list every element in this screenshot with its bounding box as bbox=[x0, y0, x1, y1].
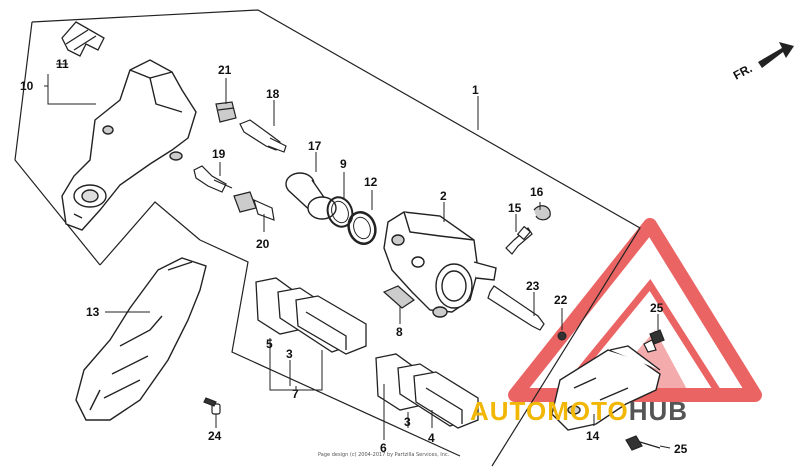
watermark-part-auto: AUTO bbox=[470, 396, 547, 426]
forward-direction-arrow: FR. bbox=[731, 42, 794, 83]
callout-19: 19 bbox=[212, 147, 226, 161]
callout-17: 17 bbox=[308, 139, 322, 153]
callout-5: 5 bbox=[266, 337, 273, 351]
callout-25-lower: 25 bbox=[674, 442, 688, 456]
watermark-part-hub: HUB bbox=[629, 396, 688, 426]
disc-guard bbox=[75, 257, 207, 421]
pin-sleeve bbox=[233, 191, 275, 221]
callout-4: 4 bbox=[428, 431, 435, 445]
callout-25-upper: 25 bbox=[650, 301, 664, 315]
watermark-part-moto: MOTO bbox=[547, 396, 629, 426]
callout-9: 9 bbox=[340, 157, 347, 171]
callout-24: 24 bbox=[208, 429, 222, 443]
callout-labels: 1 2 3 3 4 5 6 7 8 9 10 11 12 13 14 15 16… bbox=[20, 57, 688, 456]
bracket-bolt-upper bbox=[643, 329, 665, 353]
callout-3-lower: 3 bbox=[404, 415, 411, 429]
callout-20: 20 bbox=[256, 237, 270, 251]
callout-13: 13 bbox=[86, 305, 100, 319]
callout-10: 10 bbox=[20, 79, 34, 93]
pin-bolt-lower bbox=[193, 165, 233, 193]
callout-12: 12 bbox=[364, 175, 378, 189]
bracket-bolt-lower bbox=[625, 435, 661, 451]
svg-text:AUTOMOTOHUB: AUTOMOTOHUB bbox=[470, 396, 688, 426]
callout-15: 15 bbox=[508, 201, 522, 215]
direction-label: FR. bbox=[731, 61, 755, 82]
callout-3-upper: 3 bbox=[286, 347, 293, 361]
guard-bolt bbox=[203, 397, 221, 415]
leader-lines bbox=[44, 63, 671, 449]
watermark-wordmark: AUTOMOTOHUB bbox=[470, 396, 688, 426]
bleeder-valve bbox=[505, 225, 533, 255]
brake-pad-set-lower bbox=[375, 353, 479, 429]
mounting-plate bbox=[551, 345, 661, 431]
callout-11: 11 bbox=[56, 57, 69, 71]
callout-14: 14 bbox=[586, 429, 600, 443]
pin-boot bbox=[215, 101, 237, 123]
bleeder-cap bbox=[533, 205, 551, 221]
callout-1: 1 bbox=[472, 83, 479, 97]
pad-retainer bbox=[382, 285, 415, 309]
callout-21: 21 bbox=[218, 63, 232, 77]
pad-pin bbox=[487, 285, 545, 331]
callout-23: 23 bbox=[526, 279, 540, 293]
callout-18: 18 bbox=[266, 87, 280, 101]
pad-spring-clip bbox=[61, 21, 105, 57]
caliper-body bbox=[383, 211, 497, 318]
assembly-frame bbox=[14, 9, 641, 467]
dust-seal bbox=[347, 211, 377, 245]
pin-bolt-upper bbox=[239, 119, 287, 153]
callout-8: 8 bbox=[396, 325, 403, 339]
callout-2: 2 bbox=[440, 189, 447, 203]
copyright-text: Page design (c) 2004-2017 by Partzilla S… bbox=[318, 452, 450, 458]
nut bbox=[557, 331, 567, 341]
caliper-bracket bbox=[61, 59, 197, 231]
callout-22: 22 bbox=[554, 293, 568, 307]
callout-16: 16 bbox=[530, 185, 544, 199]
brake-pad-set-upper bbox=[255, 277, 367, 355]
callout-6: 6 bbox=[380, 441, 387, 455]
piston-seal bbox=[326, 196, 354, 228]
callout-7: 7 bbox=[292, 387, 299, 401]
